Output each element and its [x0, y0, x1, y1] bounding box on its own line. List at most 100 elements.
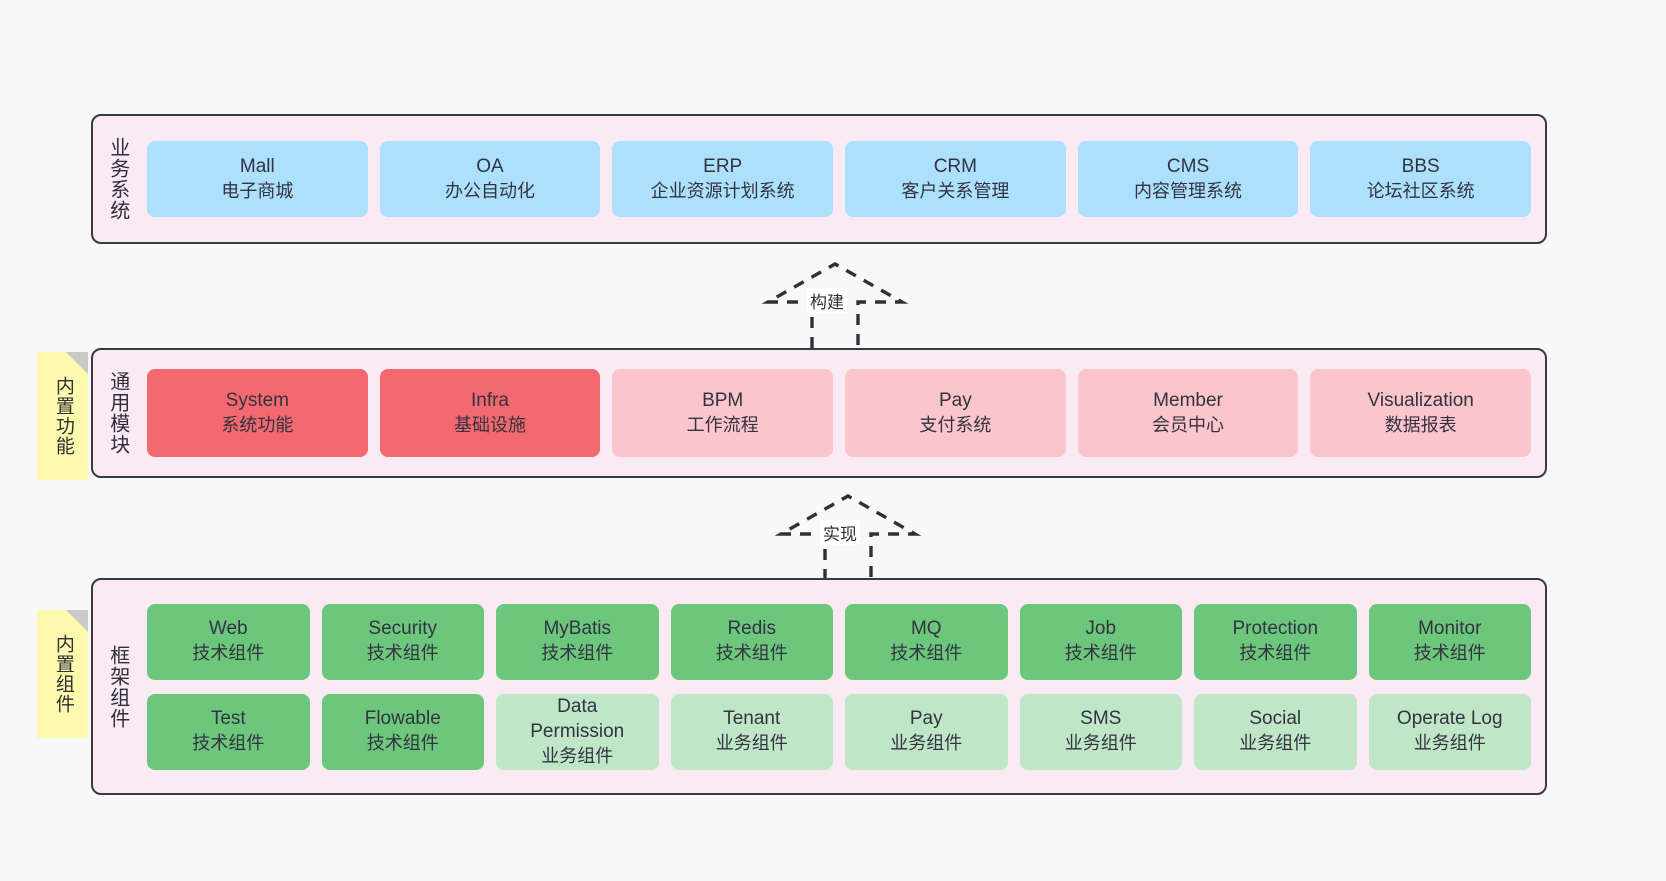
card-oa[interactable]: OA 办公自动化 — [379, 141, 601, 217]
card-subtitle: 基础设施 — [454, 414, 526, 435]
card-mall[interactable]: Mall 电子商城 — [147, 141, 368, 217]
framework-row-business: Test 技术组件 Flowable 技术组件 Data Permission … — [147, 693, 1531, 770]
card-title: Job — [1085, 618, 1117, 640]
layer-body-business-systems: Mall 电子商城 OA 办公自动化 ERP 企业资源计划系统 CRM 客户关系… — [141, 116, 1545, 242]
card-sms[interactable]: SMS 业务组件 — [1019, 693, 1182, 770]
card-data-permission[interactable]: Data Permission 业务组件 — [496, 693, 659, 770]
note-builtin-component: 内置组件 — [37, 610, 88, 738]
layer-common-modules[interactable]: 通用模块 System 系统功能 Infra 基础设施 BPM 工作流程 Pay… — [91, 348, 1547, 478]
card-subtitle: 内容管理系统 — [1134, 180, 1243, 201]
card-bbs[interactable]: BBS 论坛社区系统 — [1310, 141, 1532, 217]
connector-implement: 实现 — [773, 494, 923, 580]
card-monitor[interactable]: Monitor 技术组件 — [1368, 603, 1531, 680]
card-title: CMS — [1166, 155, 1210, 177]
card-subtitle: 业务组件 — [1413, 733, 1486, 754]
card-security[interactable]: Security 技术组件 — [321, 603, 484, 680]
card-subtitle: 技术组件 — [1239, 643, 1312, 664]
card-subtitle: 技术组件 — [890, 643, 963, 664]
card-redis[interactable]: Redis 技术组件 — [670, 603, 833, 680]
card-subtitle: 技术组件 — [366, 733, 439, 754]
card-subtitle: 企业资源计划系统 — [650, 180, 795, 201]
card-subtitle: 数据报表 — [1384, 414, 1457, 435]
card-title: BBS — [1401, 155, 1440, 177]
card-visualization[interactable]: Visualization 数据报表 — [1310, 369, 1532, 457]
card-erp[interactable]: ERP 企业资源计划系统 — [612, 141, 834, 217]
card-subtitle: 业务组件 — [1064, 733, 1137, 754]
card-title: System — [225, 389, 290, 411]
card-title: Monitor — [1418, 618, 1482, 640]
layer-title-business-systems: 业务系统 — [106, 137, 129, 221]
card-subtitle: 电子商城 — [221, 180, 294, 201]
layer-framework-components[interactable]: 框架组件 Web 技术组件 Security 技术组件 MyBatis 技术组件… — [91, 578, 1547, 795]
layer-title-common-modules: 通用模块 — [106, 371, 129, 455]
card-cms[interactable]: CMS 内容管理系统 — [1077, 141, 1299, 217]
card-crm[interactable]: CRM 客户关系管理 — [845, 141, 1066, 217]
card-subtitle: 技术组件 — [192, 733, 265, 754]
card-title: Web — [208, 618, 248, 640]
note-label: 内置组件 — [52, 634, 74, 714]
layer-body-framework-components: Web 技术组件 Security 技术组件 MyBatis 技术组件 Redi… — [141, 580, 1545, 793]
card-subtitle: 技术组件 — [1413, 643, 1486, 664]
card-subtitle: 技术组件 — [715, 643, 788, 664]
card-title: Flowable — [364, 708, 441, 730]
connector-label-implement: 实现 — [820, 520, 860, 545]
card-subtitle: 论坛社区系统 — [1366, 180, 1475, 201]
card-web[interactable]: Web 技术组件 — [147, 603, 310, 680]
card-flowable[interactable]: Flowable 技术组件 — [321, 693, 484, 770]
card-protection[interactable]: Protection 技术组件 — [1194, 603, 1357, 680]
card-title: CRM — [933, 155, 977, 177]
card-system[interactable]: System 系统功能 — [147, 369, 368, 457]
card-bpm[interactable]: BPM 工作流程 — [612, 369, 834, 457]
card-subtitle: 技术组件 — [1064, 643, 1137, 664]
connector-label-build: 构建 — [807, 288, 847, 313]
card-title: Pay — [909, 708, 943, 730]
card-subtitle: 技术组件 — [192, 643, 265, 664]
card-subtitle: 系统功能 — [221, 414, 294, 435]
card-tenant[interactable]: Tenant 业务组件 — [670, 693, 833, 770]
card-pay-business[interactable]: Pay 业务组件 — [845, 693, 1008, 770]
card-subtitle: 客户关系管理 — [901, 180, 1010, 201]
card-title: MyBatis — [543, 618, 612, 640]
card-title: BPM — [702, 389, 744, 411]
card-subtitle: 支付系统 — [919, 414, 992, 435]
card-job[interactable]: Job 技术组件 — [1019, 603, 1182, 680]
card-social[interactable]: Social 业务组件 — [1194, 693, 1357, 770]
card-title: SMS — [1080, 708, 1122, 730]
card-pay[interactable]: Pay 支付系统 — [845, 369, 1066, 457]
card-title: OA — [476, 155, 504, 177]
card-title: Infra — [470, 389, 510, 411]
card-title: Social — [1249, 708, 1302, 730]
card-subtitle: 业务组件 — [1239, 733, 1312, 754]
card-title: Security — [368, 618, 438, 640]
card-title: Test — [210, 708, 246, 730]
card-subtitle: 业务组件 — [715, 733, 788, 754]
card-title: Protection — [1232, 618, 1319, 640]
card-title: Redis — [727, 618, 777, 640]
card-subtitle: 会员中心 — [1152, 414, 1225, 435]
card-mq[interactable]: MQ 技术组件 — [845, 603, 1008, 680]
card-title: ERP — [703, 155, 743, 177]
card-subtitle: 技术组件 — [541, 643, 614, 664]
card-title: Mall — [239, 155, 275, 177]
card-mybatis[interactable]: MyBatis 技术组件 — [496, 603, 659, 680]
card-subtitle: 办公自动化 — [445, 180, 535, 201]
card-title: Operate Log — [1396, 708, 1503, 730]
note-fold-corner-icon — [66, 352, 88, 374]
card-test[interactable]: Test 技术组件 — [147, 693, 310, 770]
card-operate-log[interactable]: Operate Log 业务组件 — [1368, 693, 1531, 770]
card-title: Data Permission — [530, 696, 625, 742]
card-subtitle: 业务组件 — [890, 733, 963, 754]
card-subtitle: 业务组件 — [541, 745, 614, 766]
framework-row-tech: Web 技术组件 Security 技术组件 MyBatis 技术组件 Redi… — [147, 603, 1531, 680]
layer-title-framework-components: 框架组件 — [106, 644, 129, 729]
card-member[interactable]: Member 会员中心 — [1077, 369, 1299, 457]
layer-body-common-modules: System 系统功能 Infra 基础设施 BPM 工作流程 Pay 支付系统… — [141, 350, 1545, 476]
connector-build: 构建 — [760, 262, 910, 348]
note-builtin-function: 内置功能 — [37, 352, 88, 480]
card-infra[interactable]: Infra 基础设施 — [379, 369, 601, 457]
layer-business-systems[interactable]: 业务系统 Mall 电子商城 OA 办公自动化 ERP 企业资源计划系统 CRM… — [91, 114, 1547, 244]
card-title: Pay — [938, 389, 972, 411]
card-subtitle: 技术组件 — [366, 643, 439, 664]
card-title: Member — [1153, 389, 1223, 411]
